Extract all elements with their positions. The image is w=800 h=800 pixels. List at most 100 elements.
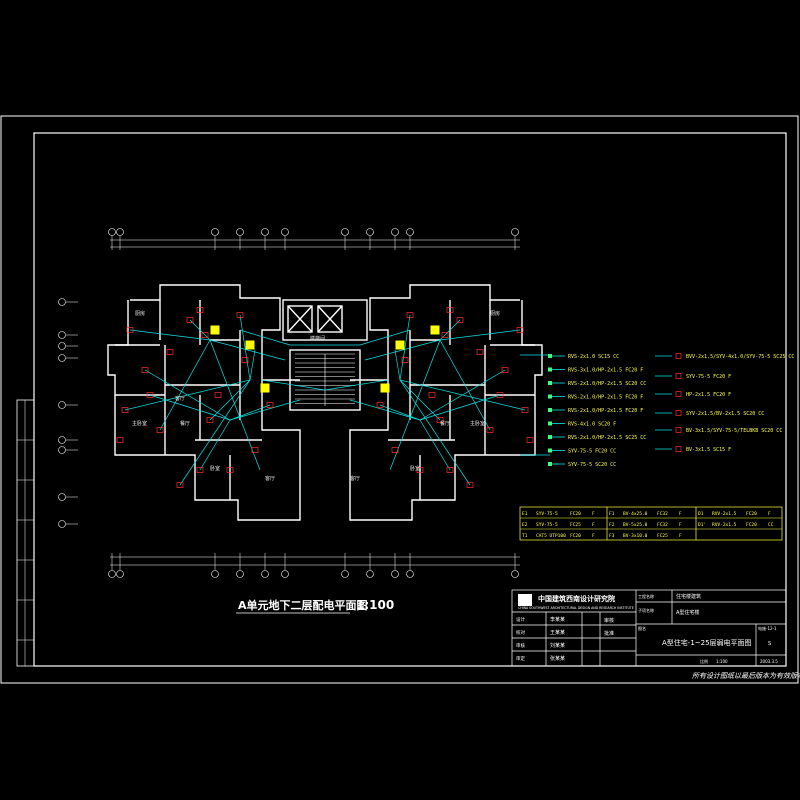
legend-symbol — [675, 446, 682, 452]
axis-bubble — [116, 228, 124, 236]
axis-bubble — [108, 228, 116, 236]
axis-bubble — [511, 570, 519, 578]
outlet-symbol — [214, 392, 222, 398]
axis-bubble — [281, 228, 289, 236]
axis-bubble — [261, 228, 269, 236]
junction-box — [430, 325, 440, 335]
legend-text: HP-2x1.5 FC20 F — [686, 392, 731, 398]
junction-box — [210, 325, 220, 335]
outlet-symbol — [241, 357, 249, 363]
outlet-symbol — [526, 437, 534, 443]
axis-bubble — [391, 228, 399, 236]
outlet-symbol — [486, 427, 494, 433]
table-cell: BV-5x25.0 — [623, 522, 648, 528]
cable-run — [379, 404, 421, 421]
legend-text: BV-3x1.5/SYV-75-5/TELBKB SC20 CC — [686, 428, 782, 434]
table-cell: FC20 — [570, 533, 581, 539]
role-label: 设计 — [516, 616, 525, 623]
cable-run — [399, 314, 411, 381]
institute-logo — [518, 594, 532, 606]
cable-run — [209, 379, 251, 421]
outlet-symbol — [476, 349, 484, 355]
outer-border — [0, 115, 799, 684]
project-value: 住宅楼建筑 — [676, 593, 701, 600]
drawing-number: 电施-12-1 — [758, 625, 777, 631]
cable-run — [209, 339, 261, 471]
room-label: 客厅 — [265, 475, 275, 482]
outlet-symbol — [428, 392, 436, 398]
table-cell: SYV-75-5 — [536, 522, 558, 528]
signature-label: 审核 — [604, 617, 614, 624]
outlet-symbol — [496, 392, 504, 398]
drawing-value: A型住宅-1~25层弱电平面图 — [662, 638, 752, 647]
outlet-symbol — [446, 307, 454, 313]
legend-text: SYV-75-5 FC20 CC — [568, 449, 616, 455]
table-cell: BV-4x25.0 — [623, 511, 648, 517]
cable-run — [239, 314, 251, 381]
title-block — [511, 589, 787, 667]
axis-bubble — [58, 342, 66, 350]
elevator-shaft — [317, 305, 343, 333]
table-cell: BV-3x10.0 — [623, 533, 648, 539]
outlet-symbol — [401, 357, 409, 363]
legend-marker — [548, 408, 552, 412]
cable-run — [149, 394, 231, 421]
table-cell: F — [679, 533, 682, 539]
legend-marker — [548, 367, 552, 372]
cable-trunk — [239, 329, 411, 346]
axis-bubble — [211, 570, 219, 578]
table-cell: F — [768, 511, 771, 517]
table-cell: F — [592, 511, 595, 517]
table-cell: FC32 — [657, 522, 668, 528]
outlet-symbol — [391, 447, 399, 453]
legend-text: RVS-2x1.0/HP-2x1.5 FC20 F — [568, 408, 643, 414]
scale-value: 1:100 — [716, 659, 728, 664]
outlet-symbol — [376, 402, 384, 408]
axis-bubble — [511, 228, 519, 236]
legend-marker — [548, 394, 552, 399]
table-cell: RVV-2x1.5 — [712, 511, 737, 517]
room-label: 厨房 — [490, 310, 500, 317]
sub-value: A型住宅楼 — [676, 609, 699, 616]
drawing-label: 图名 — [638, 625, 646, 631]
legend-marker — [548, 448, 552, 453]
axis-bubble — [116, 570, 124, 578]
legend-symbol — [675, 373, 682, 379]
legend-text: SYV-75-5 SC20 CC — [568, 462, 616, 468]
table-cell: FC20 — [746, 511, 757, 517]
cable-run — [229, 404, 271, 421]
table-cell: CC — [768, 522, 774, 528]
room-label: 客厅 — [350, 475, 360, 482]
role-label: 审核 — [516, 642, 525, 649]
top-axis-markers — [108, 228, 519, 250]
axis-bubble — [366, 570, 374, 578]
table-cell: FC20 — [570, 511, 581, 517]
legend-marker — [548, 354, 552, 358]
outlet-symbol — [416, 467, 424, 473]
axis-bubble — [58, 401, 66, 409]
axis-bubble — [341, 570, 349, 578]
junction-box — [380, 383, 390, 393]
outlet-symbol — [196, 307, 204, 313]
axis-bubble — [391, 570, 399, 578]
outlet-symbol — [456, 317, 464, 323]
legend-text: RVS-2x1.0 SC15 CC — [568, 354, 619, 360]
cable-run — [349, 399, 421, 421]
table-cell: F1 — [609, 511, 615, 517]
room-label: 主卧室 — [132, 420, 147, 427]
axis-bubble — [281, 570, 289, 578]
device-symbols — [116, 307, 534, 488]
table-cell: F — [592, 522, 595, 528]
outlet-symbol — [116, 437, 124, 443]
cable-run — [144, 369, 231, 421]
axis-bubble — [58, 493, 66, 501]
cable-run — [399, 379, 471, 486]
table-frame — [519, 506, 783, 541]
table-cell: RVV-2x1.5 — [712, 522, 737, 528]
left-axis-markers — [58, 298, 78, 528]
institute-name: 中国建筑西南设计研究院 — [538, 594, 615, 603]
room-label: 主卧室 — [470, 420, 485, 427]
table-cell: F2 — [609, 522, 615, 528]
outlet-symbol — [196, 467, 204, 473]
outlet-symbol — [441, 332, 449, 338]
